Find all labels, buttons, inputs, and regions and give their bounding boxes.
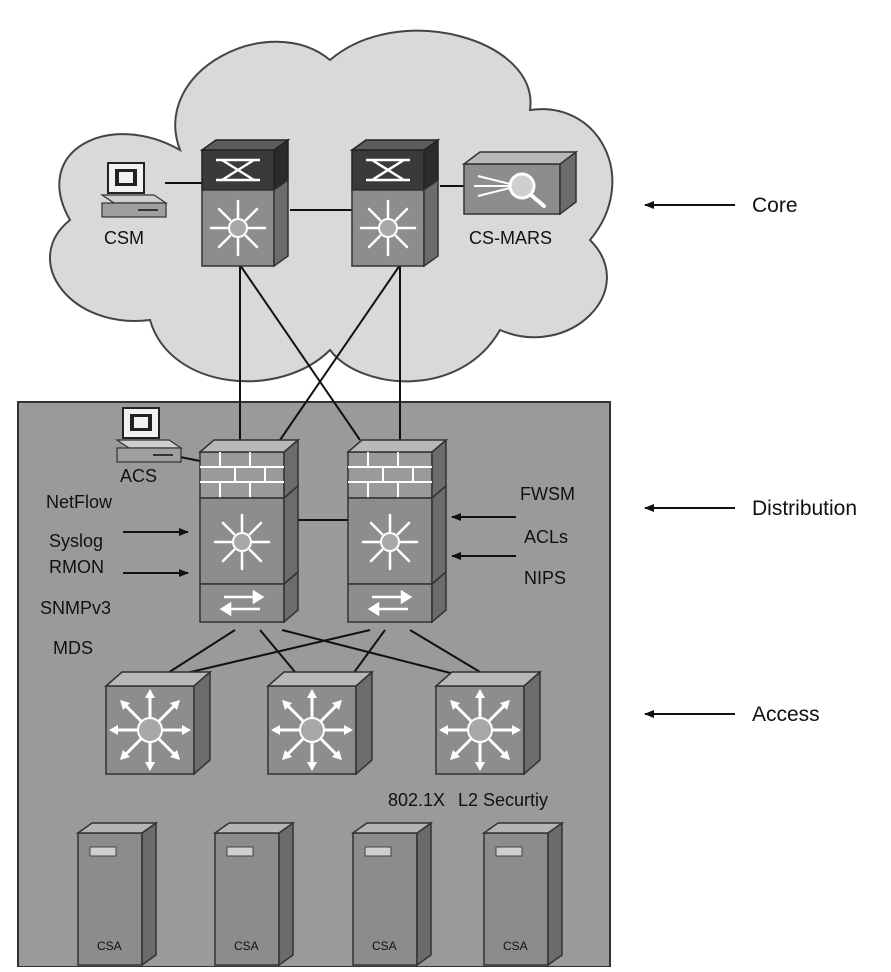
layer-label-core: Core (752, 194, 798, 217)
feature-netflow: NetFlow (46, 492, 113, 512)
csmars-label: CS-MARS (469, 228, 552, 248)
feature-rmon: RMON (49, 557, 104, 577)
core-switch-right[interactable] (349, 138, 441, 268)
access-switch-2[interactable] (266, 670, 374, 776)
distribution-switch-right[interactable] (345, 438, 449, 624)
feature-acls: ACLs (524, 527, 568, 547)
feature-fwsm: FWSM (520, 484, 575, 504)
feature-nips: NIPS (524, 568, 566, 588)
server-label-3: CSA (372, 939, 397, 953)
access-switch-1[interactable] (104, 670, 212, 776)
feature-arrows (123, 513, 516, 577)
feature-snmpv3: SNMPv3 (40, 598, 111, 618)
server-label-2: CSA (234, 939, 259, 953)
core-switch-left[interactable] (199, 138, 291, 268)
feature-syslog: Syslog (49, 531, 103, 551)
csmars-appliance[interactable] (461, 150, 579, 216)
server-label-1: CSA (97, 939, 122, 953)
access-switch-3[interactable] (434, 670, 542, 776)
server-label-4: CSA (503, 939, 528, 953)
feature-l2-security: L2 Securtiy (458, 790, 548, 810)
layer-pointers (644, 201, 735, 718)
feature-8021x: 802.1X (388, 790, 445, 810)
core-cloud (49, 29, 614, 383)
acs-label: ACS (120, 466, 157, 486)
feature-mds: MDS (53, 638, 93, 658)
magnifier-icon (474, 172, 546, 208)
distribution-switch-left[interactable] (197, 438, 301, 624)
layer-label-access: Access (752, 703, 820, 726)
csm-label: CSM (104, 228, 144, 248)
layer-label-distribution: Distribution (752, 497, 857, 520)
network-links (159, 182, 491, 679)
